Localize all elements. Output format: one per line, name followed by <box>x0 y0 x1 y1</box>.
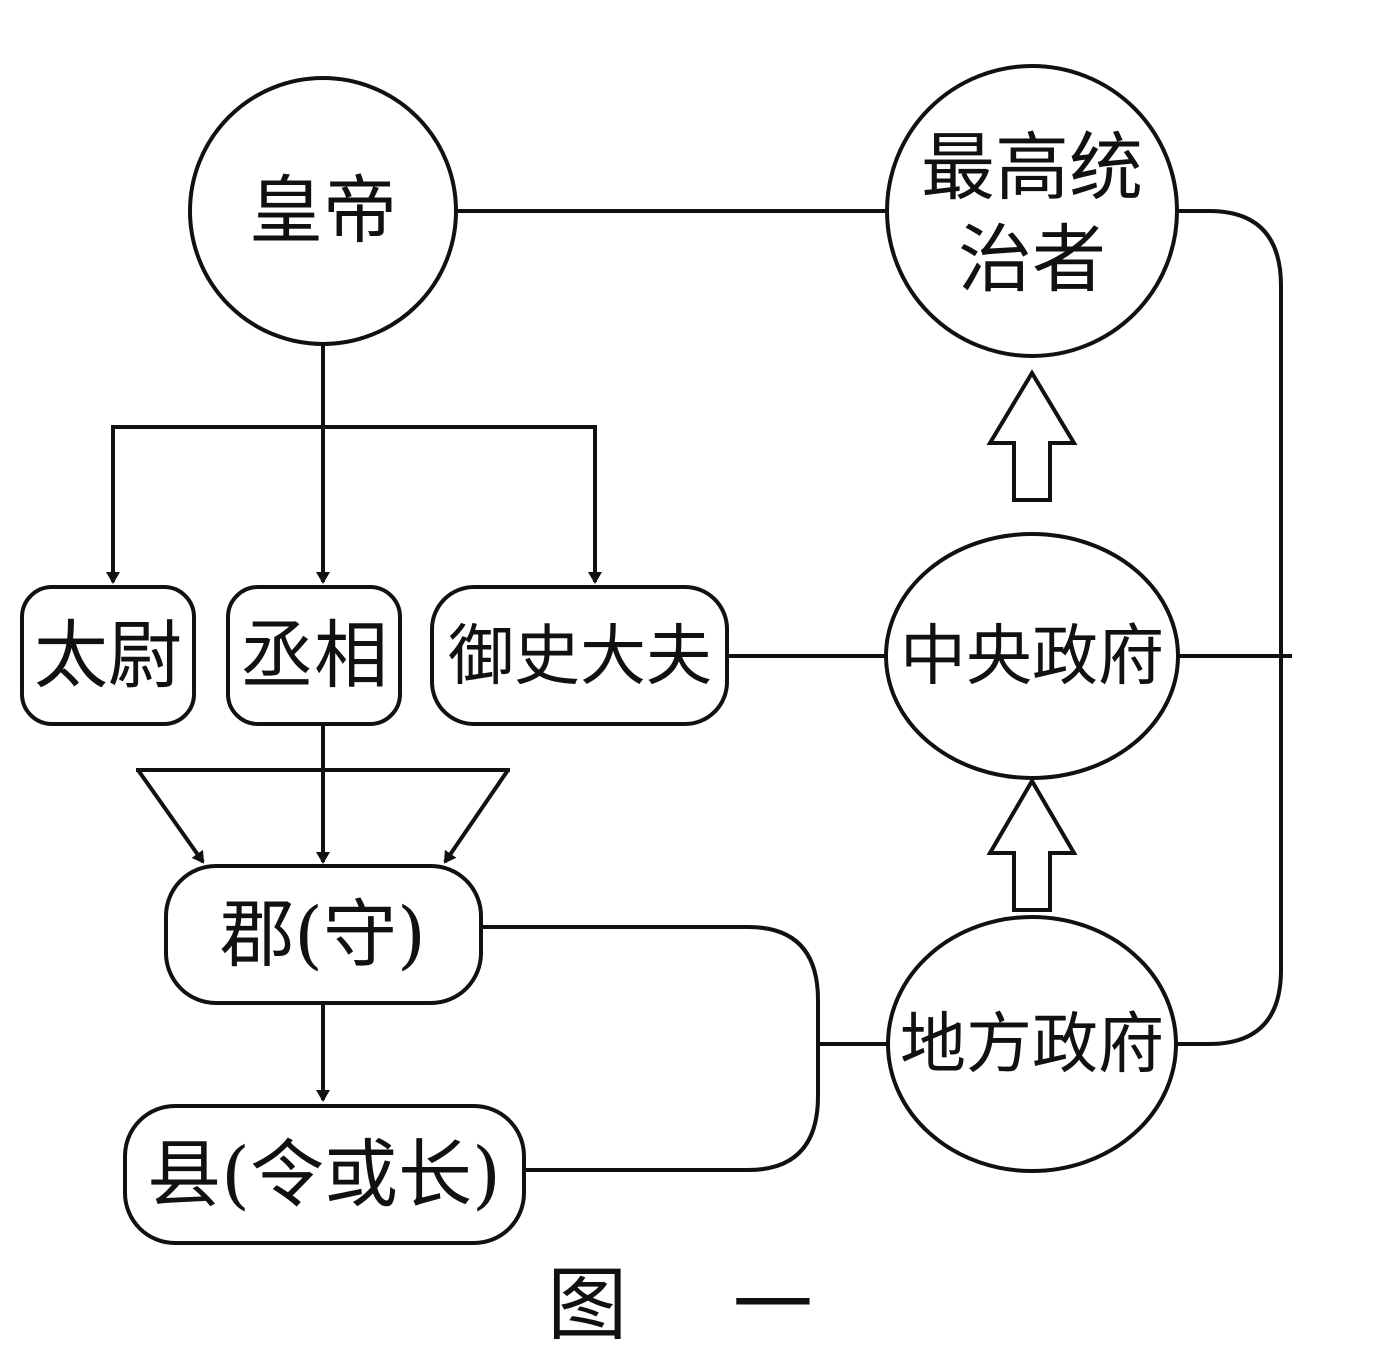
right-bracket <box>1176 209 1283 1046</box>
central-gov-label: 中央政府 <box>900 618 1164 695</box>
node-central-gov: 中央政府 <box>884 532 1180 780</box>
funnel-left-arrow <box>136 768 205 864</box>
county-label: 县(令或长) <box>147 1132 501 1218</box>
node-commandery: 郡(守) <box>164 864 483 1005</box>
node-local-gov: 地方政府 <box>886 915 1178 1173</box>
node-county: 县(令或长) <box>123 1104 526 1245</box>
local-gov-label: 地方政府 <box>900 1006 1164 1083</box>
hollow-arrows <box>986 369 1078 912</box>
hollow-up-arrow-to-central <box>986 777 1078 912</box>
supreme-ruler-label-line1: 最高统 <box>921 125 1143 211</box>
node-taiwei: 太尉 <box>20 585 196 726</box>
figure-caption: 图 一 <box>547 1259 852 1352</box>
left-bracket <box>481 925 820 1172</box>
taiwei-label: 太尉 <box>34 613 182 699</box>
commandery-label: 郡(守) <box>220 892 426 978</box>
hollow-up-arrow-to-supreme <box>986 369 1078 502</box>
funnel-right-arrow <box>443 768 510 864</box>
emperor-label: 皇帝 <box>249 168 397 254</box>
node-yushi-dafu: 御史大夫 <box>430 585 729 726</box>
node-chengxiang: 丞相 <box>226 585 402 726</box>
chengxiang-label: 丞相 <box>240 613 388 699</box>
yushi-dafu-label: 御史大夫 <box>448 618 712 695</box>
supreme-ruler-label-line2: 治者 <box>958 217 1106 303</box>
connector-lines <box>106 209 1292 1172</box>
node-supreme-ruler: 最高统 治者 <box>885 64 1179 358</box>
node-emperor: 皇帝 <box>188 76 458 346</box>
